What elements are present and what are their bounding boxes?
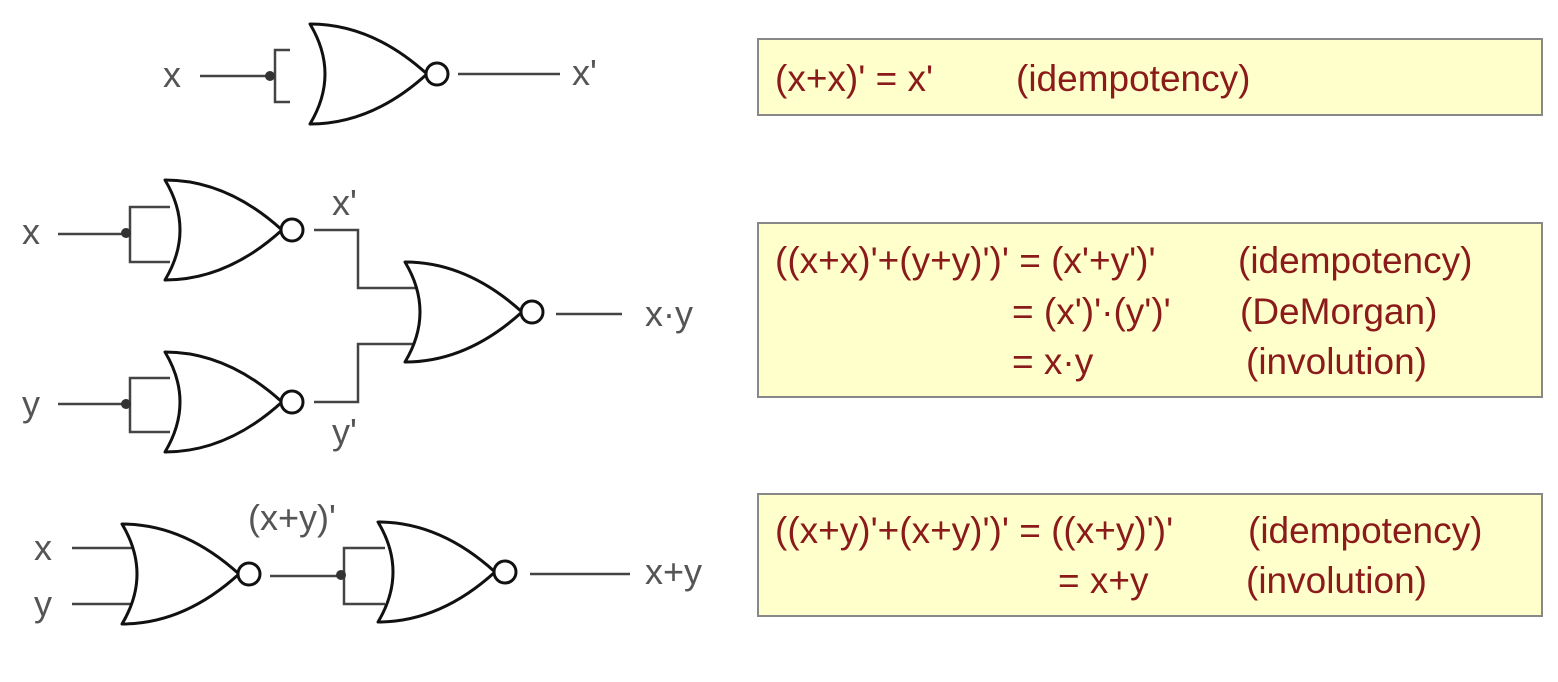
circuit-2	[58, 205, 622, 434]
c3-input-x-label: x	[34, 527, 52, 568]
junction-dot-x	[121, 228, 131, 238]
wire-fork-y	[128, 376, 170, 434]
nor-gate-3b	[376, 520, 518, 624]
equation-box-1	[757, 38, 1543, 116]
box1-rule-1: (idempotency)	[1016, 58, 1251, 99]
equation-box-2	[757, 222, 1543, 398]
junction-dot	[336, 570, 346, 580]
equation-box-3	[757, 493, 1543, 617]
wire-x-prime	[314, 228, 418, 290]
nor-gate-2a	[163, 178, 305, 282]
wire-y-prime	[314, 342, 418, 404]
wire-fork-x	[128, 205, 170, 264]
box3-rule-1: (idempotency)	[1248, 510, 1483, 551]
box3-expr-2: = x+y	[1058, 560, 1149, 601]
box2-rule-1: (idempotency)	[1238, 240, 1473, 281]
c3-output-label: x+y	[645, 551, 703, 592]
box2-expr-2: = (x')'·(y')'	[1012, 291, 1171, 332]
box3-rule-2: (involution)	[1246, 560, 1427, 601]
nor-gate-1	[308, 22, 450, 126]
circuit-1	[200, 48, 560, 104]
c1-input-label: x	[163, 54, 181, 95]
c2-mid-x-label: x'	[332, 182, 357, 223]
c3-input-y-label: y	[34, 583, 52, 624]
c2-input-x-label: x	[22, 211, 40, 252]
box1-expr-1: (x+x)' = x'	[775, 58, 934, 99]
c2-mid-y-label: y'	[332, 411, 357, 452]
wire-fork	[273, 48, 290, 104]
nor-gate-2b	[163, 350, 305, 454]
wire-fork	[342, 546, 385, 606]
junction-dot-y	[121, 399, 131, 409]
box2-expr-3: = x·y	[1012, 341, 1094, 382]
nor-gate-2c	[403, 260, 545, 364]
c1-output-label: x'	[572, 52, 597, 93]
junction-dot	[265, 71, 275, 81]
c3-mid-label: (x+y)'	[248, 497, 336, 538]
box2-expr-1: ((x+x)'+(y+y)')' = (x'+y')'	[775, 240, 1156, 281]
nor-gate-3a	[120, 522, 262, 626]
box3-expr-1: ((x+y)'+(x+y)')' = ((x+y)')'	[775, 510, 1174, 551]
box2-rule-3: (involution)	[1246, 341, 1427, 382]
c2-input-y-label: y	[22, 383, 40, 424]
c2-output-label: x·y	[645, 293, 693, 334]
box2-rule-2: (DeMorgan)	[1240, 291, 1438, 332]
circuit-3	[72, 546, 630, 606]
